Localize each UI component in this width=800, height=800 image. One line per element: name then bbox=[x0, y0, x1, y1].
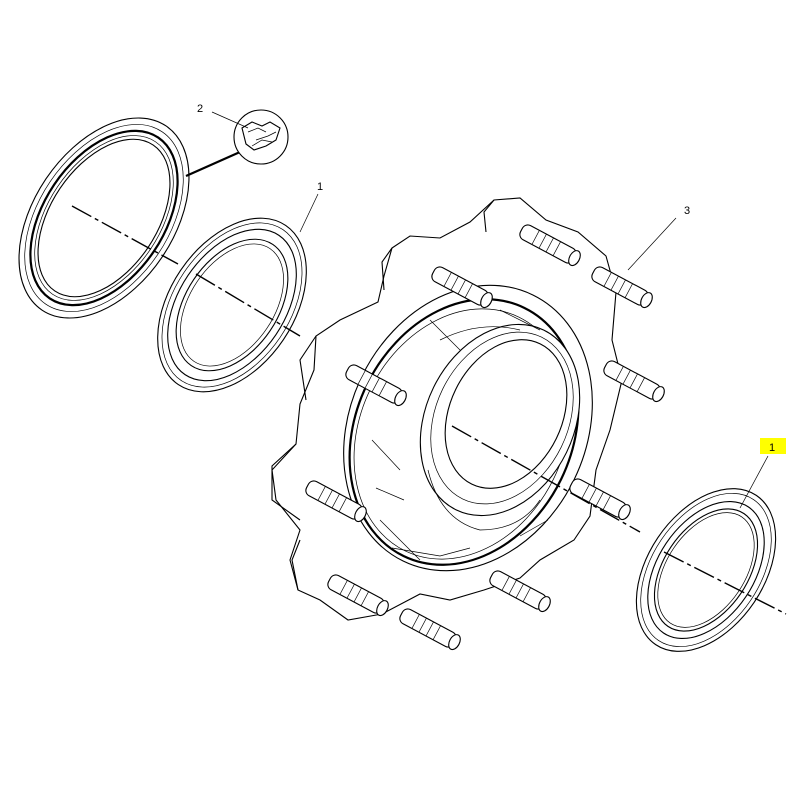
callout-2: 2 bbox=[197, 103, 203, 115]
stud bbox=[327, 574, 389, 617]
medium-seal-ring[interactable] bbox=[127, 191, 337, 420]
stud bbox=[305, 480, 367, 523]
stud bbox=[345, 364, 407, 407]
stud bbox=[431, 266, 493, 309]
stud bbox=[489, 570, 551, 613]
large-seal-ring[interactable] bbox=[0, 87, 224, 349]
callout-3: 3 bbox=[684, 205, 690, 217]
stud bbox=[519, 224, 581, 267]
seal-detail-view bbox=[185, 109, 289, 178]
callout-1-left: 1 bbox=[317, 181, 323, 193]
right-seal-ring[interactable] bbox=[608, 463, 800, 677]
stud bbox=[399, 608, 461, 651]
stud bbox=[591, 266, 653, 309]
callout-1-right: 1 bbox=[769, 442, 775, 454]
callout-1-right-highlight bbox=[760, 438, 786, 454]
wheel-studs[interactable] bbox=[304, 223, 667, 652]
assembly-axis bbox=[71, 205, 787, 615]
callout-leaders bbox=[299, 193, 769, 509]
wheel-hub[interactable] bbox=[271, 197, 639, 621]
stud bbox=[603, 360, 665, 403]
stud bbox=[569, 478, 631, 521]
